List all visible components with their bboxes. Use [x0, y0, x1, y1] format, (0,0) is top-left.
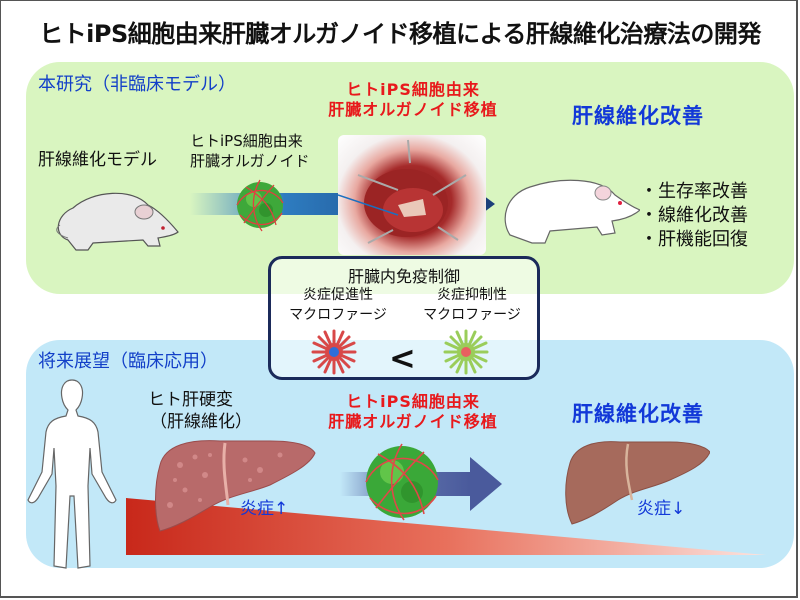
pro-inflammatory-label-line1: 炎症促進性	[303, 287, 373, 303]
healthy-liver-icon	[565, 441, 710, 525]
transplant-heading-top-line1: ヒトiPS細胞由来	[346, 80, 480, 99]
figure-title: ヒトiPS細胞由来肝臓オルガノイド移植による肝線維化治療法の開発	[39, 20, 761, 48]
immune-box-title: 肝臓内免疫制御	[347, 267, 460, 286]
transplant-heading-bottom: ヒトiPS細胞由来 肝臓オルガノイド移植	[318, 392, 508, 432]
anti-inflammatory-macrophage-icon	[443, 329, 489, 375]
inflammation-down-label: 炎症↓	[637, 499, 686, 519]
inflammation-up-label: 炎症↑	[240, 499, 289, 519]
transplant-heading-bottom-line2: 肝臓オルガノイド移植	[328, 412, 498, 431]
nonclinical-section-label: 本研究（非臨床モデル）	[38, 74, 236, 95]
transplant-heading-top-line2: 肝臓オルガノイド移植	[328, 100, 498, 119]
pro-inflammatory-macrophage-icon	[311, 329, 357, 375]
top-result-heading: 肝線維化改善	[572, 104, 704, 128]
mouse-improved-icon	[504, 179, 640, 244]
anti-inflammatory-label-line1: 炎症抑制性	[437, 287, 507, 303]
human-body-icon	[27, 379, 117, 569]
transplant-heading-bottom-line1: ヒトiPS細胞由来	[346, 392, 480, 411]
cirrhosis-label-line2: （肝線維化）	[150, 412, 252, 432]
pro-inflammatory-label-line2: マクロファージ	[289, 307, 387, 323]
outcome-list: 生存率改善 線維化改善 肝機能回復	[640, 180, 748, 252]
clinical-section-label: 将来展望（臨床応用）	[38, 351, 218, 372]
outcome-item: 肝機能回復	[640, 228, 748, 252]
bottom-result-heading: 肝線維化改善	[572, 402, 704, 426]
anti-inflammatory-label-line2: マクロファージ	[423, 307, 521, 323]
anti-inflammatory-label: 炎症抑制性 マクロファージ	[407, 285, 537, 325]
organoid-top-icon	[236, 179, 284, 232]
organoid-bottom-icon	[365, 443, 439, 521]
cirrhotic-liver-icon	[155, 440, 316, 532]
outcome-item: 生存率改善	[640, 180, 748, 204]
immune-regulation-box: 肝臓内免疫制御 炎症促進性 マクロファージ 炎症抑制性 マクロファージ <	[268, 256, 540, 380]
mouse-fibrosis-model-icon	[56, 192, 179, 251]
inflammation-gradient-wedge	[126, 498, 766, 555]
fibrosis-model-label: 肝線維化モデル	[38, 150, 157, 170]
comparison-less-than: <	[389, 339, 416, 377]
cirrhosis-label-line1: ヒト肝硬変	[148, 390, 233, 410]
organoid-label-line2: 肝臓オルガノイド	[190, 152, 310, 170]
outcome-item: 線維化改善	[640, 204, 748, 228]
surgery-instruments-icon	[338, 139, 467, 244]
transplant-heading-top: ヒトiPS細胞由来 肝臓オルガノイド移植	[318, 80, 508, 120]
bottom-arrow-head	[470, 457, 502, 511]
pro-inflammatory-label: 炎症促進性 マクロファージ	[273, 285, 403, 325]
organoid-label-line1: ヒトiPS細胞由来	[190, 132, 303, 150]
